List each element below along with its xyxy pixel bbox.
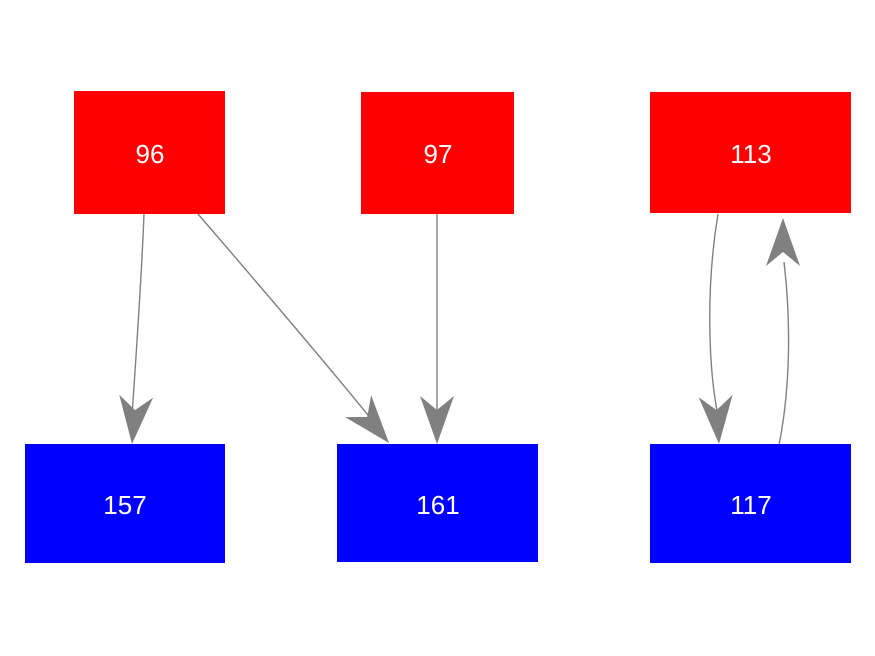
arrowhead-icon [119, 394, 154, 444]
node-box[interactable] [25, 444, 225, 563]
edge-117-to-113[interactable] [766, 218, 800, 451]
node-box[interactable] [74, 91, 225, 214]
node-117[interactable]: 117 [650, 444, 851, 563]
edge-line [709, 213, 719, 417]
node-box[interactable] [650, 92, 851, 213]
node-97[interactable]: 97 [361, 92, 514, 214]
node-box[interactable] [650, 444, 851, 563]
arrowhead-icon [345, 395, 389, 443]
edge-line [197, 213, 373, 421]
node-113[interactable]: 113 [650, 92, 851, 213]
edge-96-to-157[interactable] [115, 213, 154, 445]
node-box[interactable] [361, 92, 514, 214]
edge-line [131, 213, 145, 417]
node-161[interactable]: 161 [337, 444, 538, 562]
edge-96-to-161[interactable] [197, 213, 402, 454]
edge-113-to-117[interactable] [698, 213, 736, 445]
node-157[interactable]: 157 [25, 444, 225, 563]
arrowhead-icon [420, 396, 454, 444]
arrowhead-icon [698, 394, 733, 444]
node-96[interactable]: 96 [74, 91, 225, 214]
node-box[interactable] [337, 444, 538, 562]
arrowhead-icon [766, 218, 800, 266]
edge-97-to-161[interactable] [420, 214, 454, 444]
edge-line [777, 261, 790, 451]
edge-layer [115, 213, 800, 454]
